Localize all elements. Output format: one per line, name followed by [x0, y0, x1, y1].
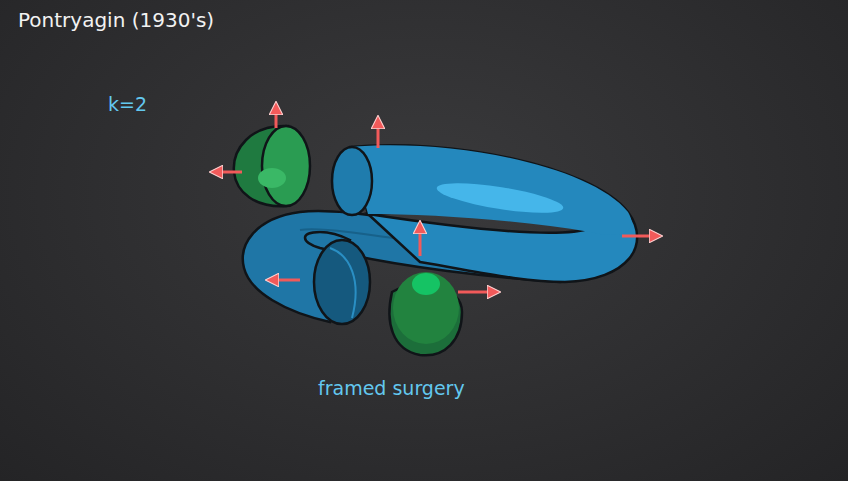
framing-arrows — [212, 104, 660, 292]
upper-tube-end — [332, 147, 372, 215]
hemisphere-top-shine — [258, 168, 286, 188]
tube-opening-rim — [330, 248, 356, 318]
title: Pontryagin (1930's) — [18, 8, 214, 32]
caption: framed surgery — [318, 377, 465, 399]
hemisphere-top-face — [262, 126, 310, 206]
tube-opening — [314, 240, 370, 324]
upper-tube — [350, 145, 637, 282]
hemisphere-bottom-face — [393, 272, 459, 344]
dimension-label: k=2 — [108, 93, 147, 115]
tube-highlight — [435, 177, 565, 219]
hemisphere-bottom-shine — [412, 273, 440, 295]
upper-tube-body — [350, 145, 632, 235]
